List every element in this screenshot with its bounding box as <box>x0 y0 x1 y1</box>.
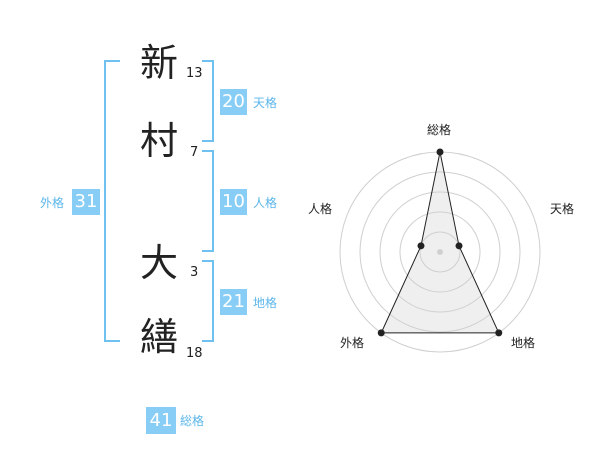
soukaku-badge: 41 <box>146 407 176 434</box>
radar-point-4 <box>377 329 385 337</box>
radar-axis-label-gaikaku: 外格 <box>340 336 365 350</box>
stroke-count-1: 13 <box>186 66 203 81</box>
radar-axis-label-jinkaku: 人格 <box>308 202 333 216</box>
radar-point-5 <box>417 242 425 250</box>
tenkaku-badge: 20 <box>220 89 247 115</box>
gaikaku-badge: 31 <box>72 189 100 215</box>
name-char-3: 大 <box>140 241 179 285</box>
stroke-count-3: 3 <box>190 265 199 280</box>
radar-point-1 <box>436 148 444 156</box>
stroke-count-2: 7 <box>190 145 199 160</box>
name-char-1: 新 <box>140 41 179 85</box>
soukaku-label: 総格 <box>180 414 205 428</box>
radar-center <box>437 249 443 255</box>
radar-axis-label-soukaku: 総格 <box>427 123 452 137</box>
jinkaku-label: 人格 <box>253 196 278 210</box>
tenkaku-bracket <box>202 60 214 142</box>
radar-axis-label-chikaku: 地格 <box>511 336 536 350</box>
radar-ring <box>419 231 461 273</box>
radar-point-2 <box>455 242 463 250</box>
radar-polygon <box>380 151 500 334</box>
radar-ring <box>379 191 501 313</box>
radar-ring <box>359 171 521 333</box>
gaikaku-label: 外格 <box>40 196 65 210</box>
jinkaku-bracket <box>202 150 214 252</box>
name-char-4: 繕 <box>140 315 179 359</box>
chikaku-bracket <box>202 260 214 342</box>
name-char-2: 村 <box>140 119 179 163</box>
stroke-count-4: 18 <box>186 346 203 361</box>
jinkaku-badge: 10 <box>220 189 247 215</box>
gaikaku-bracket <box>104 60 120 342</box>
radar-point-3 <box>495 329 503 337</box>
radar-axis-label-tenkaku: 天格 <box>550 202 575 216</box>
tenkaku-label: 天格 <box>253 96 278 110</box>
chikaku-badge: 21 <box>220 289 247 315</box>
radar-ring <box>399 211 481 293</box>
chikaku-label: 地格 <box>253 296 278 310</box>
